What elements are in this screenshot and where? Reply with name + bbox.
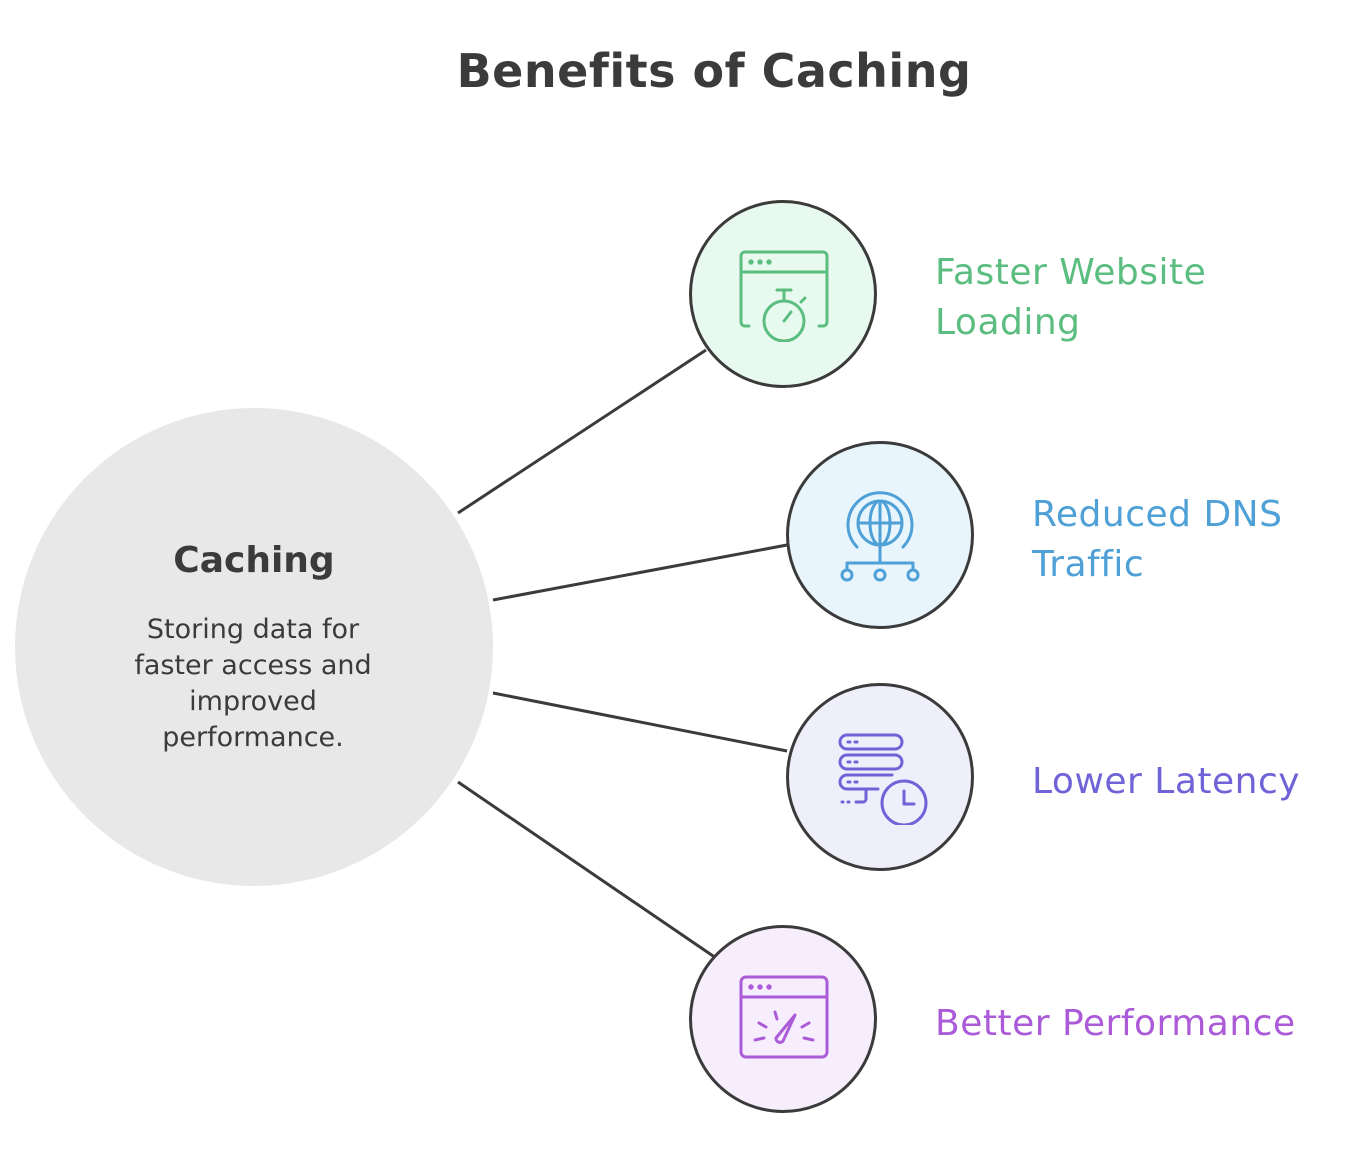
benefit-node-better-performance: [689, 925, 877, 1113]
hub-title: Caching: [173, 540, 335, 581]
hub-description: Storing data for faster access and impro…: [134, 614, 372, 753]
caching-hub-circle: [15, 408, 493, 886]
benefit-label-faster-website-loading: Faster Website Loading: [935, 252, 1207, 343]
benefit-label-reduced-dns-traffic: Reduced DNS Traffic: [1032, 494, 1283, 585]
benefit-node-lower-latency: [786, 683, 974, 871]
benefit-label-better-performance: Better Performance: [935, 1003, 1296, 1044]
connector-lower-latency: [492, 691, 788, 753]
connector-better-performance: [457, 780, 717, 960]
diagram-title: Benefits of Caching: [456, 44, 972, 98]
globe-network-icon: [840, 491, 920, 582]
browser-speedometer-icon: [739, 975, 829, 1059]
browser-stopwatch-icon: [739, 250, 829, 342]
benefit-node-reduced-dns-traffic: [786, 441, 974, 629]
connector-reduced-dns-traffic: [492, 543, 788, 602]
benefit-node-faster-website-loading: [689, 200, 877, 388]
connector-faster-website-loading: [457, 348, 707, 515]
server-clock-icon: [838, 733, 928, 825]
benefit-label-lower-latency: Lower Latency: [1032, 761, 1301, 802]
